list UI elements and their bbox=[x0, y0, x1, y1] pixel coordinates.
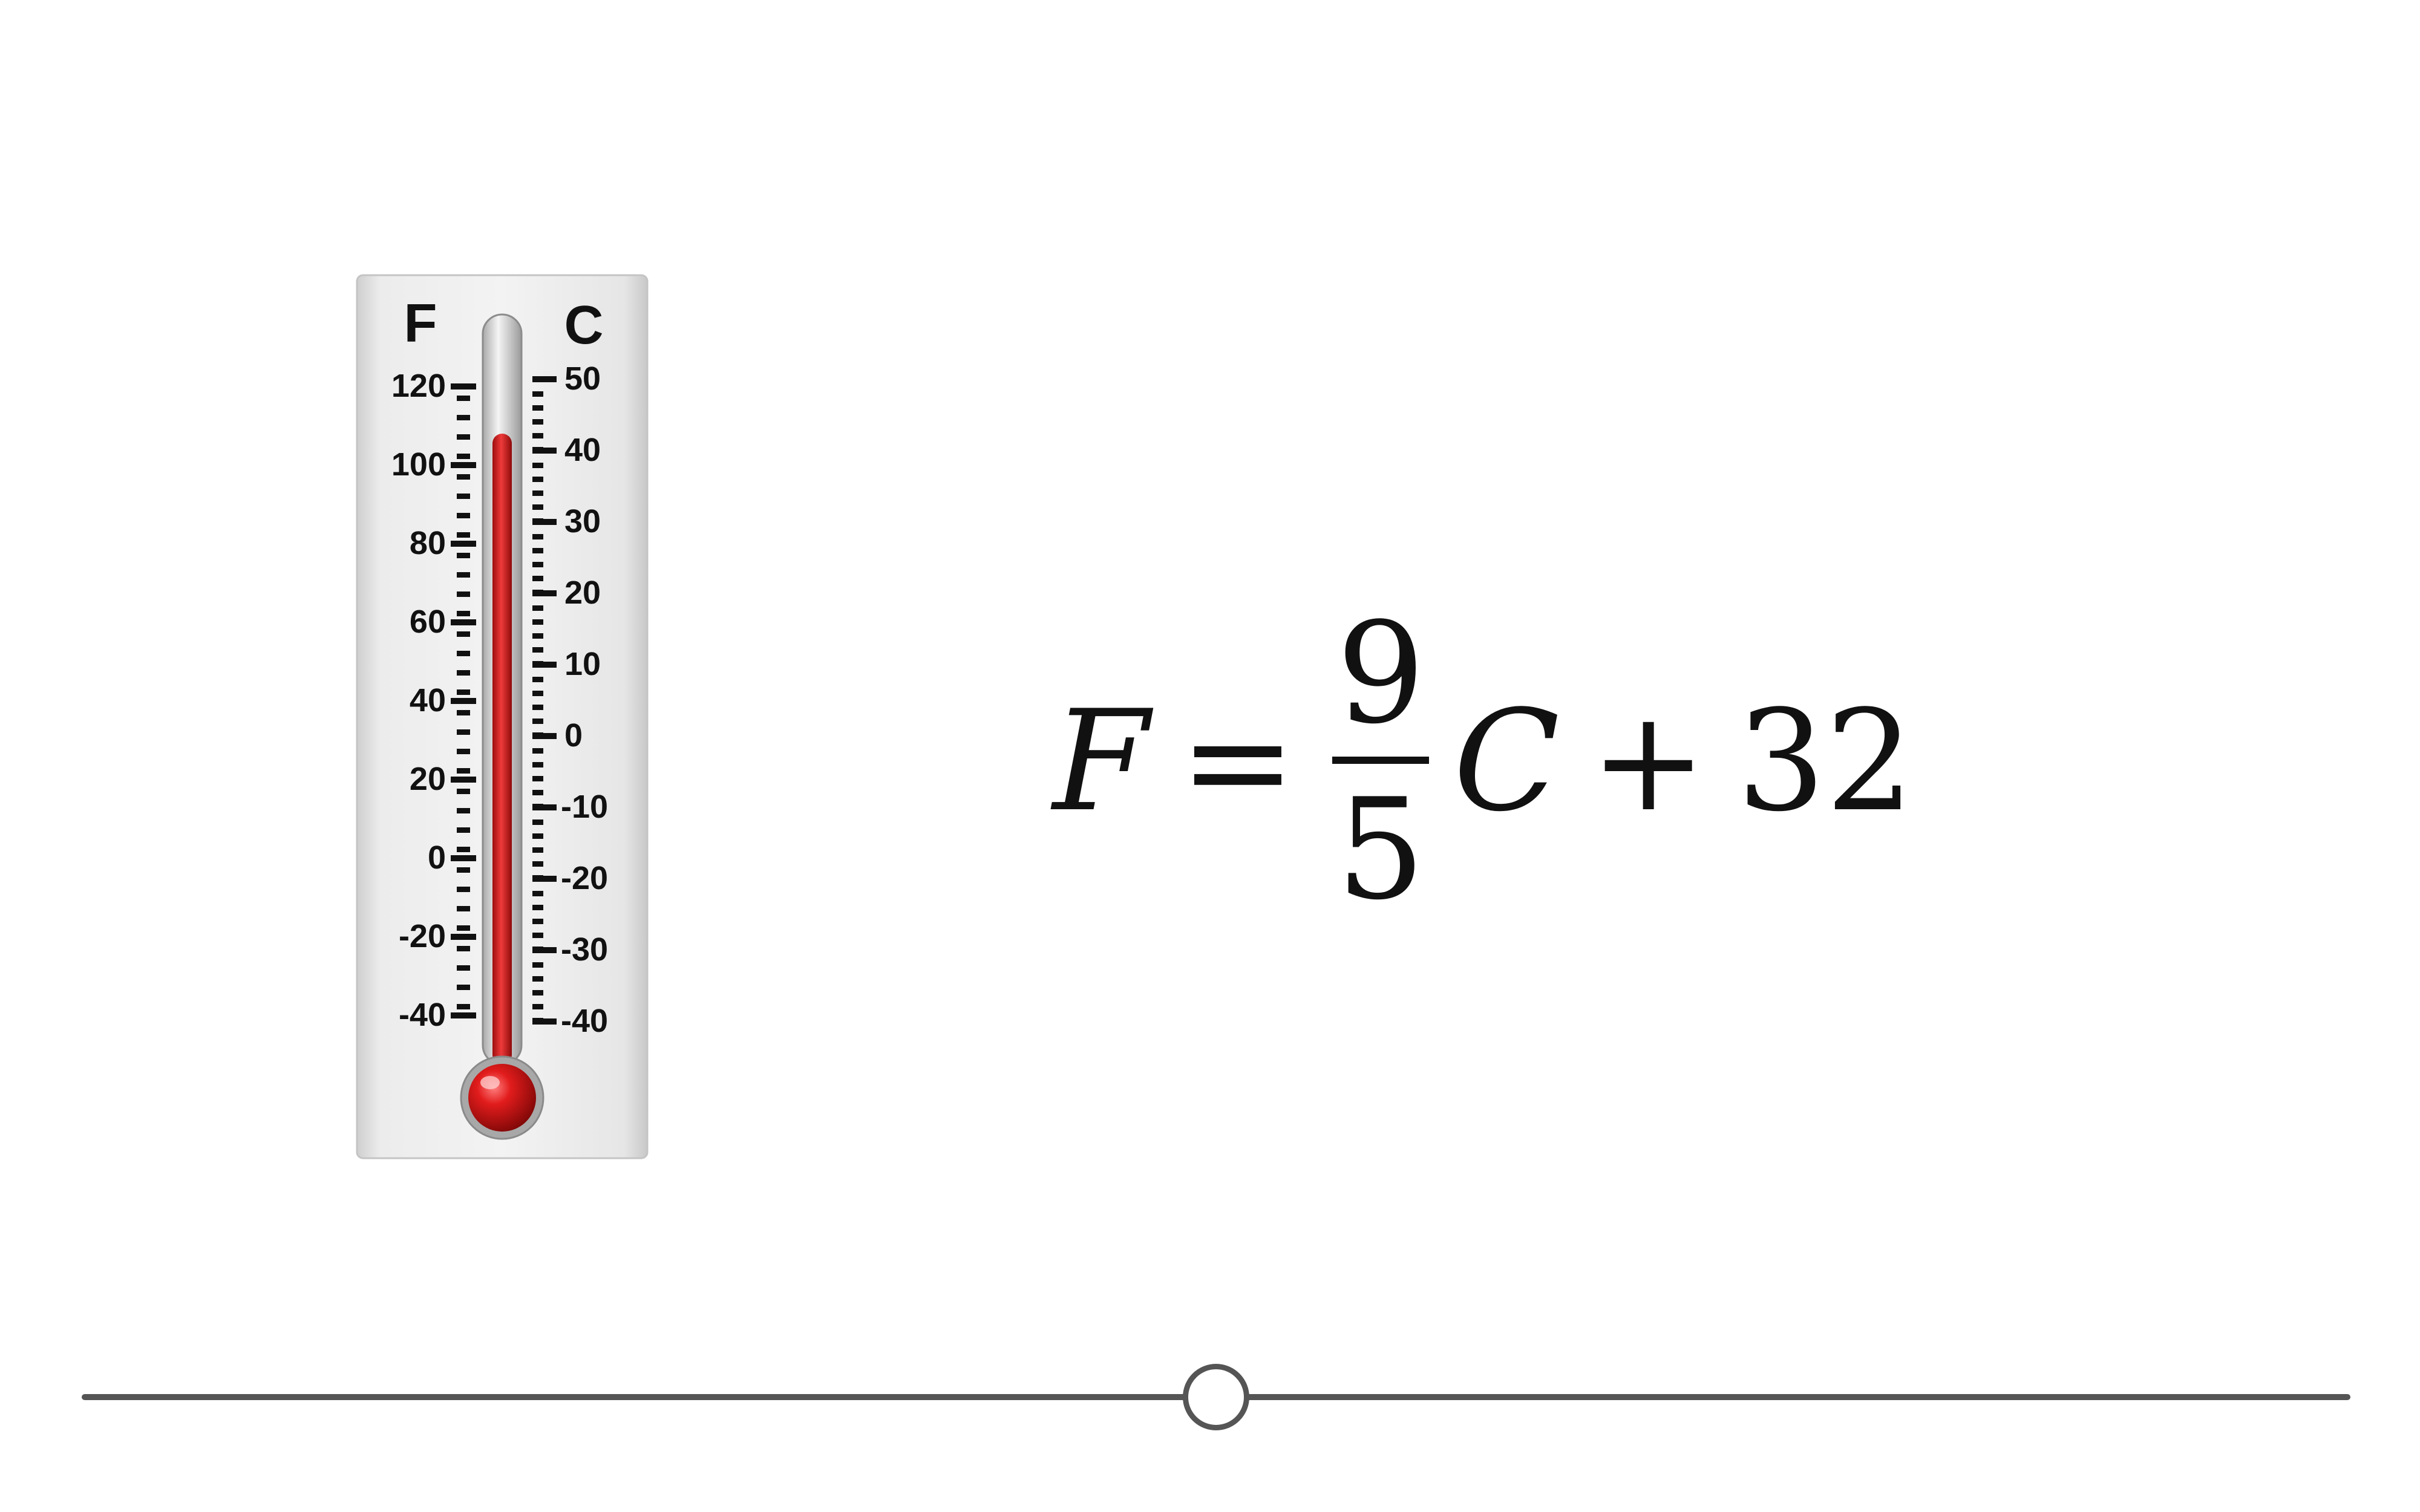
fraction-denominator: 5 bbox=[1336, 769, 1425, 931]
fahrenheit-tick-label: 80 bbox=[410, 525, 446, 561]
fahrenheit-tick-label: 20 bbox=[410, 761, 446, 797]
fahrenheit-tick-label: 120 bbox=[391, 368, 446, 404]
fraction-bar bbox=[1332, 757, 1430, 764]
fahrenheit-major-ticks bbox=[451, 383, 476, 1018]
celsius-tick-label: 40 bbox=[564, 432, 601, 468]
thermometer-fluid-column bbox=[492, 434, 512, 1064]
fahrenheit-tick-label: 40 bbox=[410, 682, 446, 719]
celsius-scale: 50 40 30 20 10 0 -10 -20 -30 -40 bbox=[532, 360, 608, 1039]
thermometer: F C 120 100 80 60 bbox=[354, 272, 650, 1161]
celsius-major-ticks bbox=[532, 376, 557, 1025]
fahrenheit-tick-label: 100 bbox=[391, 446, 446, 483]
fahrenheit-tick-label: -20 bbox=[399, 918, 446, 954]
fahrenheit-scale: 120 100 80 60 40 20 0 -20 -40 bbox=[391, 368, 476, 1033]
equation-plus-sign: + bbox=[1590, 681, 1707, 842]
fahrenheit-tick-label: 60 bbox=[410, 604, 446, 640]
conversion-equation: F = 9 5 C + 32 bbox=[1053, 581, 1914, 943]
fahrenheit-minor-ticks bbox=[457, 396, 470, 1009]
equation-fahrenheit-variable: F bbox=[1053, 681, 1150, 842]
celsius-tick-label: 10 bbox=[564, 646, 601, 682]
celsius-tick-label: 20 bbox=[564, 575, 601, 611]
fahrenheit-tick-label: -40 bbox=[399, 997, 446, 1033]
celsius-tick-label: 0 bbox=[564, 717, 583, 754]
equation-celsius-variable: C bbox=[1453, 681, 1560, 842]
thermometer-bulb bbox=[468, 1064, 536, 1132]
equation-fraction: 9 5 bbox=[1332, 593, 1430, 931]
fraction-numerator: 9 bbox=[1336, 593, 1425, 755]
slider-thumb[interactable] bbox=[1183, 1364, 1249, 1430]
thermometer-bulb-highlight bbox=[480, 1076, 500, 1089]
celsius-tick-label: 50 bbox=[564, 360, 601, 397]
fahrenheit-unit-label: F bbox=[404, 293, 437, 354]
equation-constant: 32 bbox=[1737, 681, 1914, 842]
celsius-tick-label: -10 bbox=[561, 789, 608, 825]
celsius-tick-label: -40 bbox=[561, 1003, 608, 1039]
fahrenheit-tick-label: 0 bbox=[428, 839, 446, 876]
equation-equals-sign: = bbox=[1179, 681, 1297, 842]
celsius-tick-label: -30 bbox=[561, 931, 608, 968]
timeline-slider[interactable] bbox=[82, 1364, 2350, 1430]
celsius-unit-label: C bbox=[564, 295, 604, 356]
celsius-tick-label: -20 bbox=[561, 860, 608, 896]
celsius-tick-label: 30 bbox=[564, 503, 601, 539]
